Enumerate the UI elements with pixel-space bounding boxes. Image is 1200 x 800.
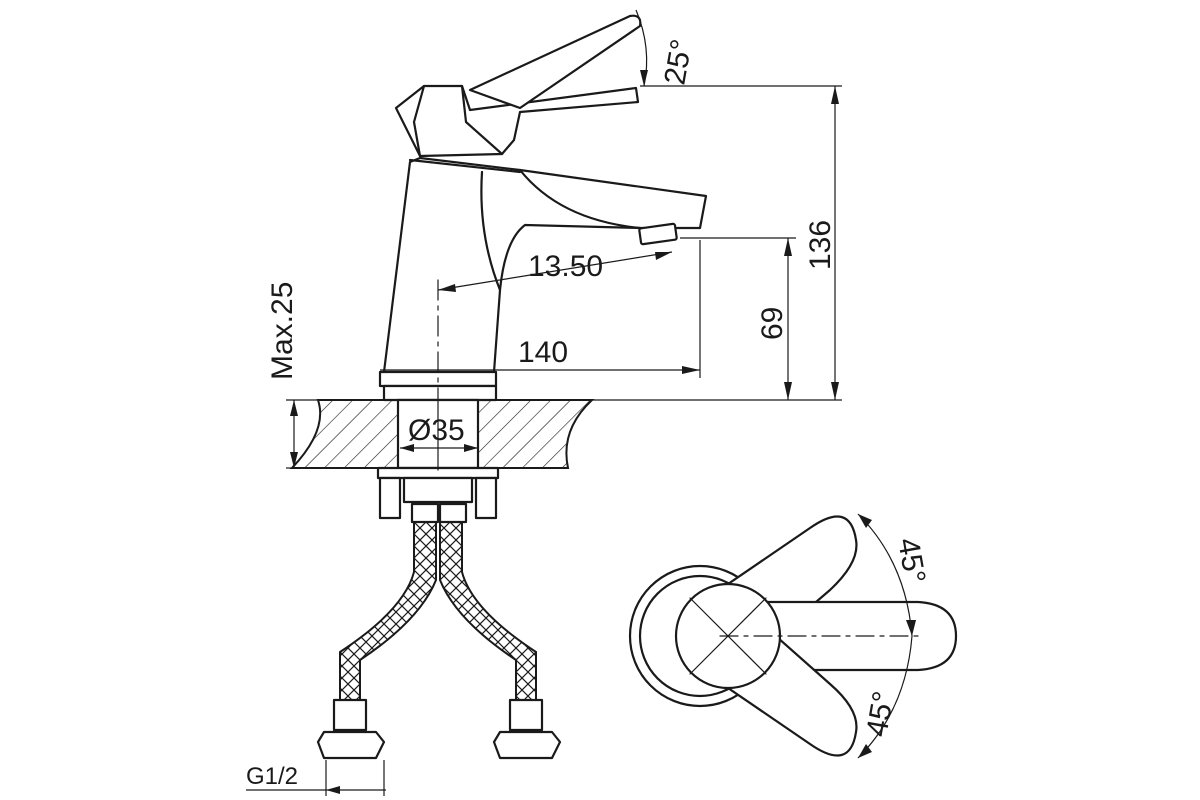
dimension-lines	[246, 9, 842, 796]
label-lever-rotation-upper: 45°	[891, 535, 931, 585]
label-lever-tilt: 25°	[658, 37, 698, 87]
label-thread-size: G1/2	[246, 763, 298, 790]
mounting-stud	[376, 398, 500, 520]
countertop-section	[289, 399, 595, 469]
label-overall-height: 136	[804, 220, 837, 270]
lever-handle	[394, 14, 642, 174]
label-spout-angle-offset: 13.50	[528, 250, 603, 283]
label-max-counter-thickness: Max.25	[266, 282, 299, 380]
label-lever-rotation-lower: 45°	[860, 689, 900, 739]
faucet-side-view: 25° 136 69 13.50 140 Max.25 Ø35 G1/2	[246, 9, 842, 796]
label-spout-height: 69	[756, 307, 789, 340]
faucet-top-view: 45° 45°	[628, 513, 958, 759]
flexible-hoses	[316, 502, 562, 760]
faucet-body	[378, 156, 708, 402]
label-mount-hole-diameter: Ø35	[408, 414, 465, 447]
label-spout-reach: 140	[518, 336, 568, 369]
